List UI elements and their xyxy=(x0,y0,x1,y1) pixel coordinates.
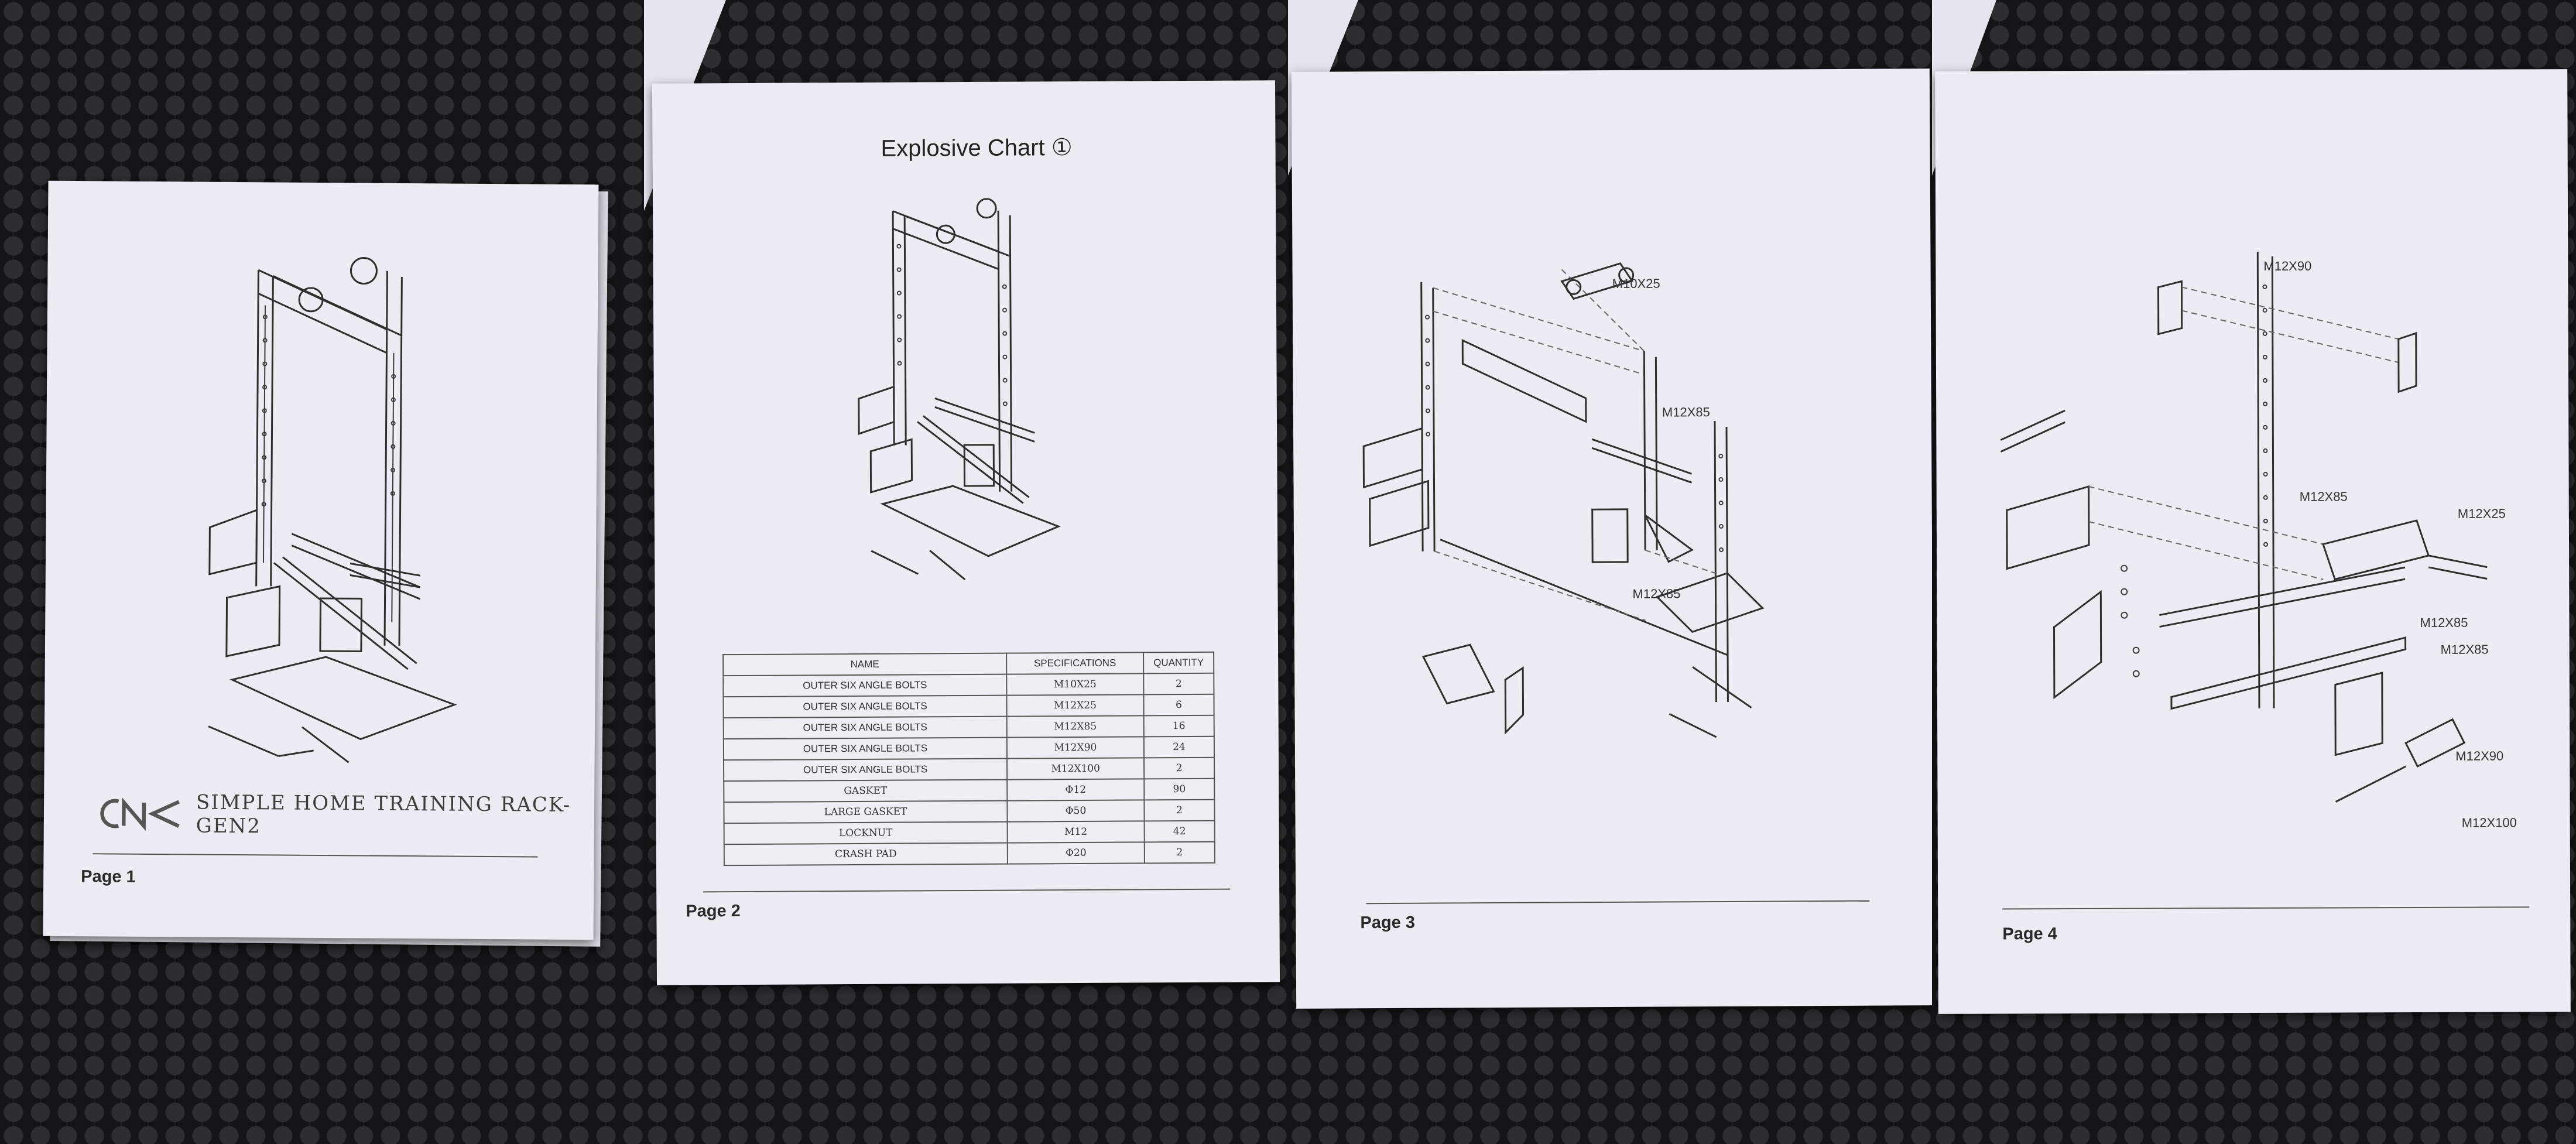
column-header-name: NAME xyxy=(723,653,1007,676)
part-spec: Φ12 xyxy=(1007,779,1145,801)
callout-bolt-m12x85-mid: M12X85 xyxy=(1632,586,1681,601)
part-name: OUTER SIX ANGLE BOLTS xyxy=(723,716,1007,739)
table-row: CRASH PAD Φ20 2 xyxy=(724,841,1215,866)
page-number: Page 4 xyxy=(2002,924,2057,944)
chart-title-text: Explosive Chart xyxy=(881,135,1045,162)
callout-bolt-m12x85-left: M12X85 xyxy=(2299,489,2348,504)
callout-bolt-m12x85-right: M12X85 xyxy=(2420,615,2468,631)
part-spec: M12X85 xyxy=(1006,715,1144,738)
brand-block: SIMPLE HOME TRAINING RACK-GEN2 xyxy=(93,790,595,840)
part-qty: 90 xyxy=(1144,778,1215,800)
callout-bolt-m12x85-top: M12X85 xyxy=(1662,405,1710,420)
rack-illustration-exploded-step-1 xyxy=(1362,262,1765,738)
part-name: OUTER SIX ANGLE BOLTS xyxy=(724,758,1008,782)
callout-bolt-m12x100: M12X100 xyxy=(2461,815,2517,830)
table-row: LOCKNUT M12 42 xyxy=(724,820,1215,845)
page-number: Page 3 xyxy=(1360,913,1416,933)
page-number: Page 2 xyxy=(686,902,741,921)
photo-panel-page-1: SIMPLE HOME TRAINING RACK-GEN2 Page 1 xyxy=(0,0,644,1144)
column-header-specifications: SPECIFICATIONS xyxy=(1006,652,1144,674)
part-spec: Φ20 xyxy=(1007,842,1145,864)
chart-title-marker: ① xyxy=(1051,135,1073,161)
part-spec: M12X25 xyxy=(1006,694,1144,717)
callout-bolt-m12x25: M12X25 xyxy=(2457,506,2506,521)
product-title: SIMPLE HOME TRAINING RACK-GEN2 xyxy=(196,790,571,838)
part-name: GASKET xyxy=(724,779,1008,803)
table-row: OUTER SIX ANGLE BOLTS M12X25 6 xyxy=(723,694,1214,718)
callout-bolt-m10x25: M10X25 xyxy=(1612,276,1660,292)
table-row: LARGE GASKET Φ50 2 xyxy=(724,799,1215,824)
table-row: OUTER SIX ANGLE BOLTS M12X100 2 xyxy=(724,757,1215,782)
rack-illustration-exploded-step-2 xyxy=(2000,251,2488,803)
table-row: OUTER SIX ANGLE BOLTS M12X90 24 xyxy=(723,736,1215,761)
footer-rule xyxy=(703,888,1231,893)
footer-rule xyxy=(93,853,538,858)
table-row: OUTER SIX ANGLE BOLTS M10X25 2 xyxy=(723,673,1214,697)
chart-title: Explosive Chart ① xyxy=(881,134,1072,162)
sheet-page-1: SIMPLE HOME TRAINING RACK-GEN2 Page 1 xyxy=(43,180,599,940)
part-name: OUTER SIX ANGLE BOLTS xyxy=(723,737,1008,761)
parts-table: NAME SPECIFICATIONS QUANTITY OUTER SIX A… xyxy=(722,651,1215,866)
part-spec: Φ50 xyxy=(1007,800,1145,822)
photo-panel-page-2: Explosive Chart ① NAME xyxy=(644,0,1288,1144)
part-qty: 16 xyxy=(1143,715,1214,737)
part-qty: 2 xyxy=(1144,799,1215,821)
rack-illustration-exploded-chart xyxy=(858,198,1061,581)
part-name: LARGE GASKET xyxy=(724,800,1008,824)
part-spec: M12 xyxy=(1007,821,1145,843)
footer-rule xyxy=(2002,906,2530,910)
rack-illustration-assembled xyxy=(208,257,457,763)
part-qty: 2 xyxy=(1144,841,1215,864)
part-name: LOCKNUT xyxy=(724,821,1008,845)
part-qty: 24 xyxy=(1143,736,1215,758)
part-qty: 6 xyxy=(1143,694,1214,716)
photo-panel-page-3: M10X25 M12X85 M12X85 Page 3 xyxy=(1288,0,1932,1144)
sheet-page-4: M12X90 M12X85 M12X25 M12X85 M12X85 M12X9… xyxy=(1935,69,2571,1014)
part-name: CRASH PAD xyxy=(724,842,1008,866)
callout-bolt-m12x90-low: M12X90 xyxy=(2455,748,2504,763)
photo-panel-page-4: M12X90 M12X85 M12X25 M12X85 M12X85 M12X9… xyxy=(1932,0,2576,1144)
part-spec: M12X90 xyxy=(1006,737,1145,759)
table-row: GASKET Φ12 90 xyxy=(724,778,1215,803)
footer-rule xyxy=(1366,900,1870,905)
page-number: Page 1 xyxy=(81,867,136,886)
part-name: OUTER SIX ANGLE BOLTS xyxy=(723,695,1007,718)
part-qty: 2 xyxy=(1144,757,1215,779)
callout-bolt-m12x85-low: M12X85 xyxy=(2440,642,2489,657)
part-qty: 42 xyxy=(1144,820,1215,842)
table-row: OUTER SIX ANGLE BOLTS M12X85 16 xyxy=(723,715,1214,739)
part-name: OUTER SIX ANGLE BOLTS xyxy=(723,674,1007,697)
part-spec: M10X25 xyxy=(1006,673,1144,696)
parts-table-header-row: NAME SPECIFICATIONS QUANTITY xyxy=(723,652,1214,676)
sheet-page-2: Explosive Chart ① NAME xyxy=(652,80,1280,985)
part-qty: 2 xyxy=(1143,673,1214,695)
sheet-page-3: M10X25 M12X85 M12X85 Page 3 xyxy=(1291,68,1932,1009)
callout-bolt-m12x90-top: M12X90 xyxy=(2263,258,2312,273)
part-spec: M12X100 xyxy=(1007,758,1145,780)
cna-logo-icon xyxy=(100,797,180,831)
column-header-quantity: QUANTITY xyxy=(1143,652,1214,674)
